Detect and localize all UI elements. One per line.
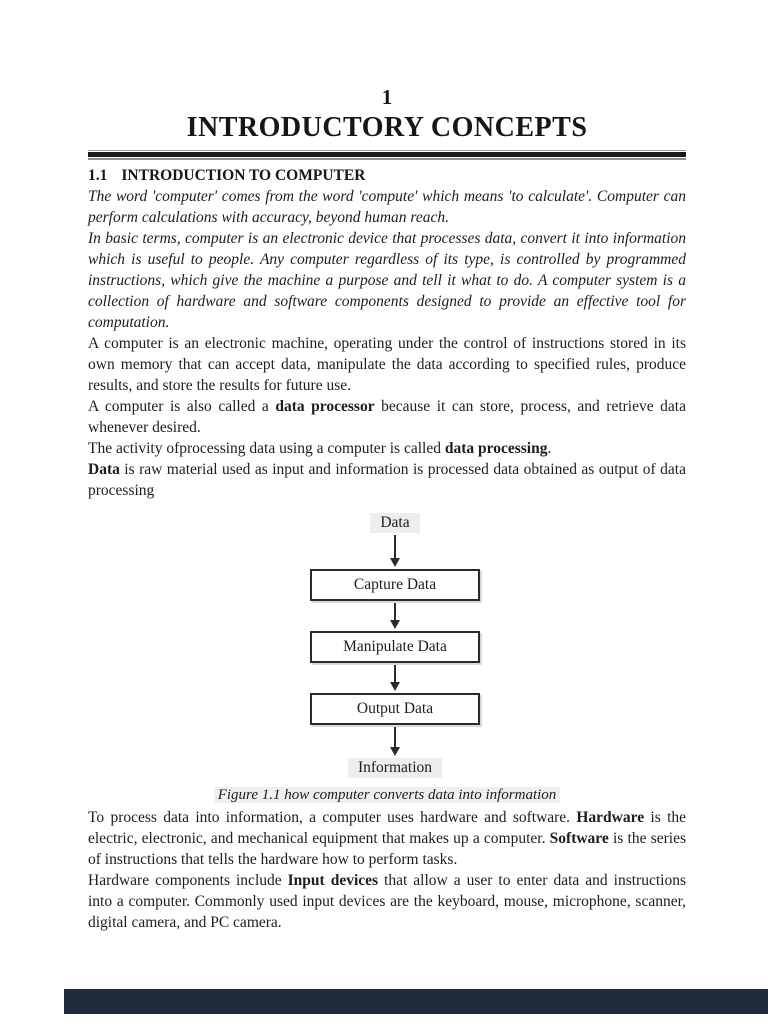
section-title: INTRODUCTION TO COMPUTER — [121, 167, 366, 184]
paragraph: A computer is an electronic machine, ope… — [88, 335, 686, 394]
arrow-line — [394, 665, 396, 682]
title-divider — [88, 150, 686, 160]
paragraph: Hardware components include Input device… — [88, 872, 686, 931]
paragraph: A computer is also called a data process… — [88, 398, 686, 436]
paragraph: Data is raw material used as input and i… — [88, 461, 686, 499]
body-text-bottom: To process data into information, a comp… — [88, 807, 686, 933]
divider-line-gray — [88, 158, 686, 160]
chapter-title: INTRODUCTORY CONCEPTS — [186, 112, 588, 143]
body-text-top: The word 'computer' comes from the word … — [88, 186, 686, 501]
flow-box-manipulate-data: Manipulate Data — [310, 631, 480, 663]
arrow-line — [394, 535, 396, 558]
arrow-down-icon — [390, 535, 400, 567]
divider-line-thin — [88, 150, 686, 151]
flow-box-output-data: Output Data — [310, 693, 480, 725]
page-content: 1 INTRODUCTORY CONCEPTS 1.1 INTRODUCTION … — [88, 84, 686, 933]
figure-caption-text: Figure 1.1 how computer converts data in… — [213, 787, 561, 803]
chapter-number: 1 — [381, 85, 393, 109]
arrowhead-icon — [390, 682, 400, 691]
paragraph: To process data into information, a comp… — [88, 809, 686, 868]
paragraph: The activity ofprocessing data using a c… — [88, 440, 552, 457]
section-number: 1.1 — [88, 167, 108, 184]
arrowhead-icon — [390, 558, 400, 567]
divider-line-thick — [88, 152, 686, 157]
arrow-line — [394, 603, 396, 620]
figure-caption: Figure 1.1 how computer converts data in… — [88, 785, 686, 805]
arrow-down-icon — [390, 727, 400, 756]
arrowhead-icon — [390, 620, 400, 629]
arrow-down-icon — [390, 665, 400, 691]
flow-box-capture-data: Capture Data — [310, 569, 480, 601]
arrowhead-icon — [390, 747, 400, 756]
flow-start-label: Data — [370, 513, 420, 533]
section-heading: 1.1 INTRODUCTION TO COMPUTER — [88, 166, 686, 186]
paragraph: The word 'computer' comes from the word … — [88, 188, 686, 226]
flow-diagram: Data Capture Data Manipulate Data Output… — [96, 513, 694, 778]
next-page-gap — [64, 989, 768, 1014]
paragraph: In basic terms, computer is an electroni… — [88, 230, 686, 331]
arrow-down-icon — [390, 603, 400, 629]
flow-end-label: Information — [347, 758, 443, 778]
arrow-line — [394, 727, 396, 747]
